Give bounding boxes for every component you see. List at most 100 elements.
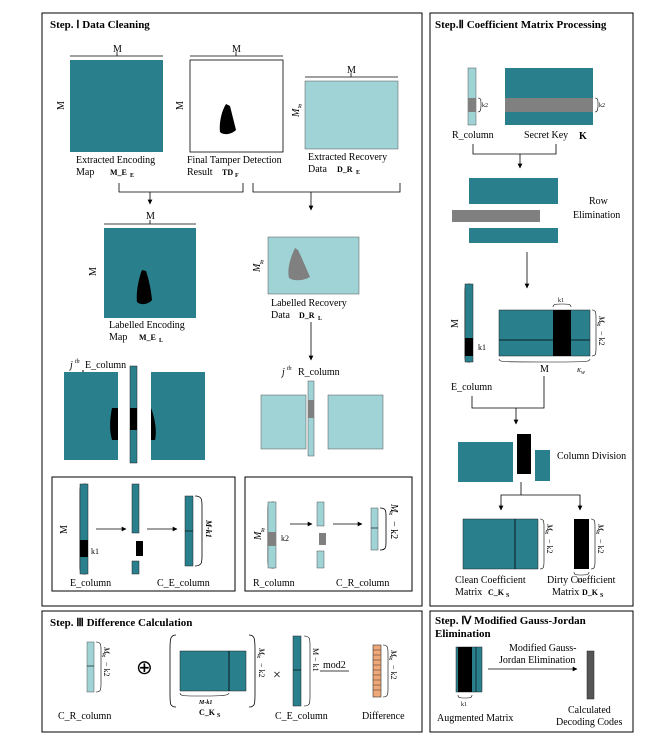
mr-label-right-sub: R <box>388 511 393 517</box>
k2-label: k2 <box>482 103 488 109</box>
labelled-rec-symbol-sub: L <box>318 316 322 322</box>
clean-symbol: C_K <box>488 588 505 597</box>
c-e-column-bar <box>292 635 302 707</box>
recovery-symbol-sub: E <box>356 170 360 176</box>
tamper-detection-result: M M Final Tamper Detection Result TD F <box>175 44 284 179</box>
dirty-mr-sub: R <box>595 530 600 536</box>
r-column-cleaning-box: M R k2 M R − k2 R_column C_R_column <box>244 476 413 592</box>
ck-mr-tail: − k2 <box>257 663 266 678</box>
dirty-k1: k1 <box>577 578 583 584</box>
labelled-enc-label-1: Labelled Encoding <box>109 320 185 331</box>
r-tamper-segment <box>308 400 314 418</box>
mr-label-side: M <box>291 108 302 118</box>
k2-label-2: k2 <box>599 103 605 109</box>
mk1-label: M-k1 <box>204 519 213 538</box>
labelled-recovery-region <box>288 248 310 281</box>
c-r-column-bar <box>86 641 95 693</box>
mod2-label: mod2 <box>323 660 346 671</box>
clean-mr-sub: R <box>544 530 549 536</box>
dirty-label-2: Matrix <box>552 587 579 598</box>
k1-label-top: k1 <box>558 298 564 304</box>
dirty-matrix <box>574 519 589 569</box>
crc-mr-sub: R <box>101 653 106 659</box>
labelled-encoding-map: M M Labelled Encoding Map M_E L <box>88 211 196 344</box>
m-label: M <box>113 44 122 55</box>
decoding-codes-bar <box>586 650 595 700</box>
mr-label-side: M <box>252 263 263 273</box>
encoding-map-symbol-sub: E <box>130 173 134 179</box>
mr-label-sub: R <box>297 104 302 110</box>
encoding-map-label-2: Map <box>76 167 94 178</box>
tamper-symbol-sub: F <box>235 173 239 179</box>
jth-r-column-label: R_column <box>298 367 340 378</box>
augmented-label: Augmented Matrix <box>437 713 513 724</box>
step2-panel: Step.Ⅱ Coefficient Matrix Processing k2 … <box>429 12 634 607</box>
step3-title: Step. Ⅲ Difference Calculation <box>50 617 192 629</box>
recovery-label-1: Extracted Recovery <box>308 152 387 163</box>
jth-e-column-label: E_column <box>85 360 126 371</box>
mr-right-sub: R <box>596 322 601 328</box>
row-elim-gray <box>452 210 540 222</box>
kw-matrix <box>498 309 591 357</box>
step4-title-2: Elimination <box>435 628 491 640</box>
step4-title-1: Step. Ⅳ Modified Gauss-Jordan <box>435 615 586 627</box>
jth-e-column-section: j th E_column <box>64 359 205 464</box>
crc-mr-tail: − k2 <box>102 662 111 677</box>
labelled-rec-label-1: Labelled Recovery <box>271 298 347 309</box>
ck-mr-sub: R <box>256 654 261 660</box>
jth-label-sup: th <box>75 359 80 365</box>
clean-label-2: Matrix <box>455 587 482 598</box>
recovery-label-2: Data <box>308 164 327 175</box>
e-column-bar <box>79 483 89 575</box>
c-r-column-bar <box>370 507 379 551</box>
m-label: M <box>347 65 356 76</box>
ck-matrix <box>179 650 247 692</box>
labelled-enc-symbol-sub: L <box>159 338 163 344</box>
tamper-segment <box>130 408 137 430</box>
m-label: M <box>146 211 155 222</box>
recovery-data-block <box>304 80 399 150</box>
mr-right: M <box>597 315 606 324</box>
dirty-mr-tail: − k2 <box>596 539 605 554</box>
times-symbol: × <box>273 668 281 683</box>
m-label-bottom: M <box>540 364 549 375</box>
step1-title: Step. Ⅰ Data Cleaning <box>50 19 150 31</box>
encoding-map-block <box>70 60 163 152</box>
diff-mr: M <box>389 649 398 658</box>
difference-bar <box>372 644 382 698</box>
col-div-right <box>535 450 550 481</box>
gj-arrow-label-1: Modified Gauss- <box>509 643 577 654</box>
dirty-mr: M <box>596 523 605 532</box>
jth-label-sup: th <box>287 366 292 372</box>
recovery-symbol: D_R <box>337 165 353 174</box>
secret-key-symbol: K <box>579 131 587 142</box>
col-div-left <box>458 442 513 482</box>
e-column-tamper <box>80 540 88 557</box>
secret-key-label: Secret Key <box>524 130 568 141</box>
clean-matrix <box>462 518 539 570</box>
jth-label: j <box>280 367 285 378</box>
r-column-label: R_column <box>452 130 494 141</box>
left-recovery-slice <box>260 394 307 450</box>
r-column-bar <box>467 67 477 126</box>
col-div-black <box>517 434 531 474</box>
aug-k1: k1 <box>461 702 467 708</box>
mr-label-sub: R <box>259 260 264 266</box>
tamper-label-2: Result <box>187 167 213 178</box>
labelled-enc-symbol: M_E <box>139 333 156 342</box>
diff-mr-sub: R <box>388 656 393 662</box>
secret-key-block <box>505 68 593 125</box>
mr-label-right: M <box>388 503 399 513</box>
mr-label-sub: R <box>260 528 265 534</box>
gj-arrow-label-2: Jordan Elimination <box>499 655 575 666</box>
e-column-label: E_column <box>451 382 492 393</box>
r-column-strip <box>307 380 315 457</box>
tamper-symbol: TD <box>222 168 233 177</box>
secret-key-gray-row <box>505 98 593 112</box>
tamper-region <box>219 104 236 135</box>
kw-label-sub: w <box>581 370 585 376</box>
step1-panel: Step. Ⅰ Data Cleaning M M Extracted Enco… <box>41 12 423 607</box>
labelled-recovery-data: M R Labelled Recovery Data D_R L <box>252 236 360 361</box>
m-label-side: M <box>175 101 186 110</box>
